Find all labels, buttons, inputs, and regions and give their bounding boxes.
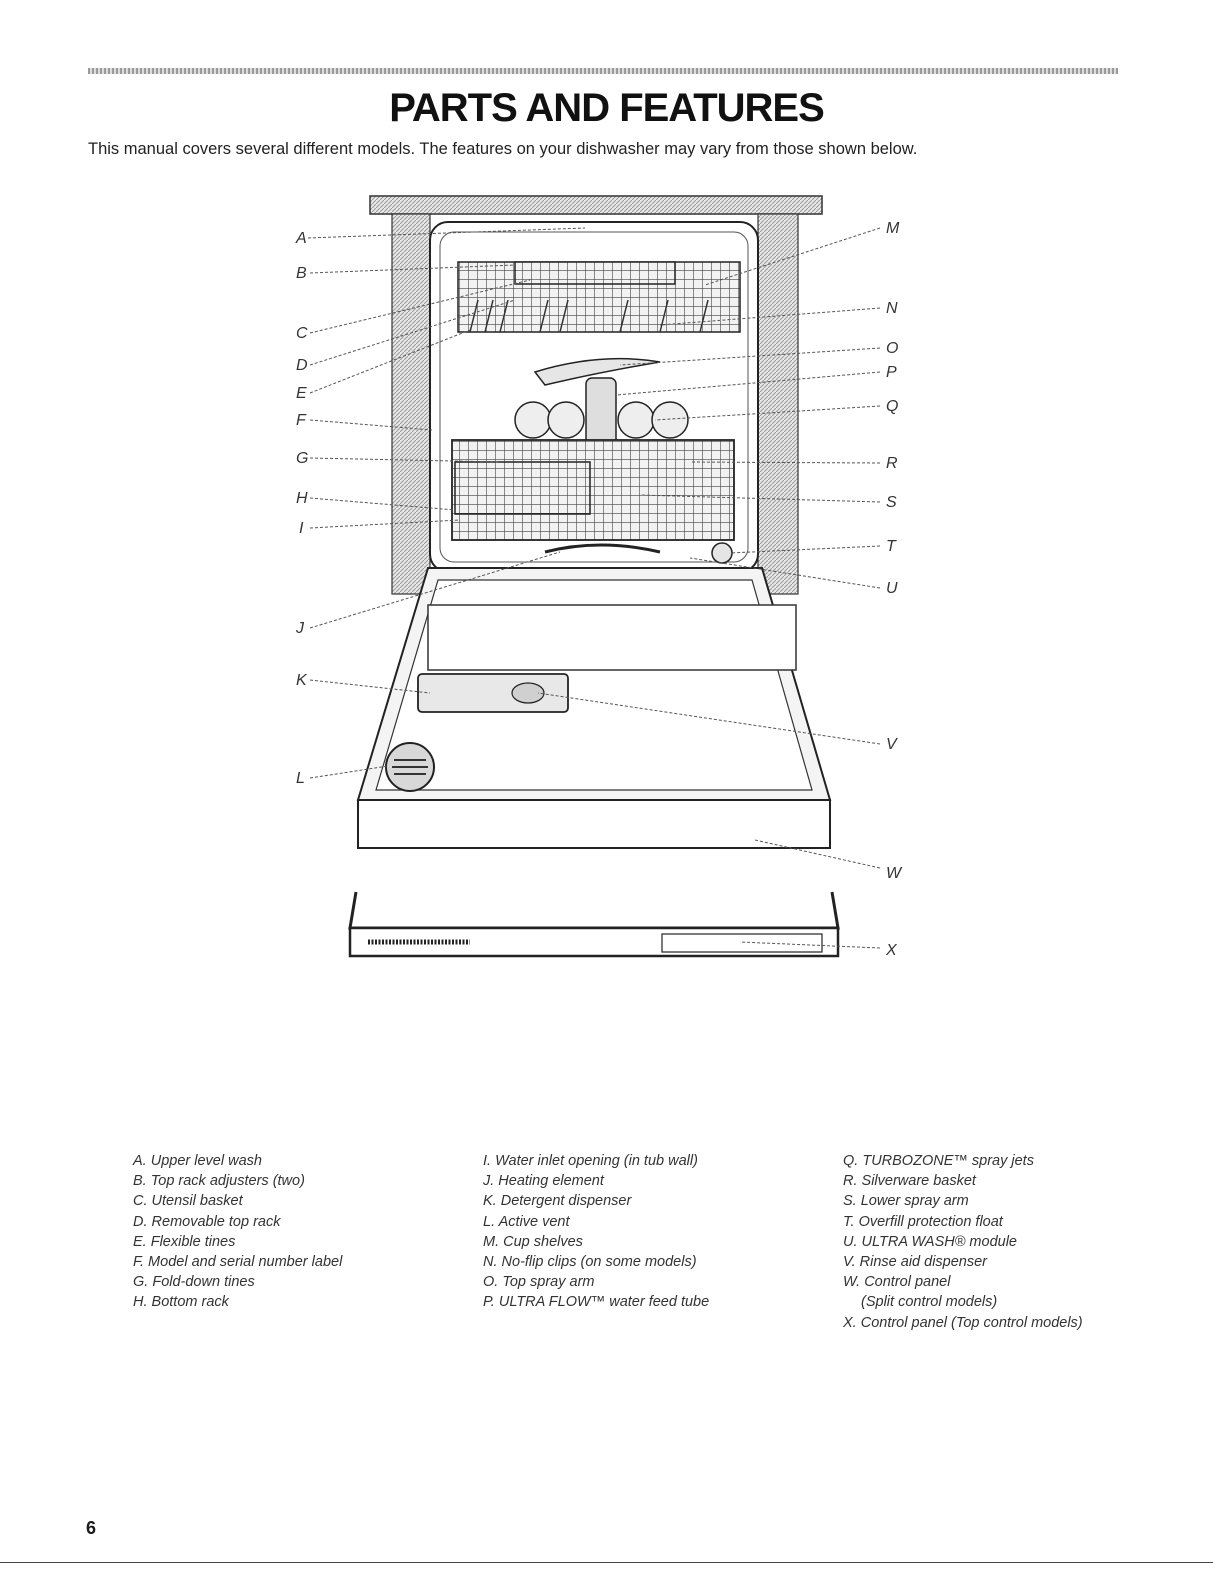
callout-l: L xyxy=(296,770,305,787)
countertop xyxy=(369,195,823,215)
callout-m: M xyxy=(886,220,900,237)
legend-item: I. Water inlet opening (in tub wall) xyxy=(483,1153,698,1169)
lower-spray-arm xyxy=(544,543,661,554)
callout-q: Q xyxy=(886,398,898,415)
legend-item: T. Overfill protection float xyxy=(843,1213,1003,1230)
callout-j: J xyxy=(295,620,305,637)
legend-item: R. Silverware basket xyxy=(843,1173,976,1190)
callout-labels: A B C D E F G H I J K L M N O P Q R S T … xyxy=(295,220,903,959)
legend-item: S. Lower spray arm xyxy=(843,1193,969,1210)
spray-jets xyxy=(514,401,689,439)
legend-item: H. Bottom rack xyxy=(133,1294,229,1311)
callout-k: K xyxy=(296,672,308,689)
callout-r: R xyxy=(886,455,898,472)
leader-lines xyxy=(307,227,881,949)
active-vent xyxy=(385,742,435,792)
legend-item: J. Heating element xyxy=(483,1173,604,1190)
callout-p: P xyxy=(886,364,897,381)
callout-h: H xyxy=(296,490,308,507)
callout-t: T xyxy=(886,538,897,555)
rinse-aid-cap xyxy=(511,682,545,704)
callout-x: X xyxy=(885,942,898,959)
legend-item: X. Control panel (Top control models) xyxy=(843,1314,1083,1331)
callout-w: W xyxy=(886,865,903,882)
callout-a: A xyxy=(295,230,307,247)
callout-i: I xyxy=(299,520,304,537)
callout-s: S xyxy=(886,494,897,511)
callout-d: D xyxy=(296,357,308,374)
silverware-basket xyxy=(454,461,591,515)
door-inner-panel xyxy=(427,604,797,671)
detergent-dispenser xyxy=(417,673,569,713)
legend-item: D. Removable top rack xyxy=(133,1213,281,1230)
top-control-panel xyxy=(348,891,840,930)
legend-item: C. Utensil basket xyxy=(133,1193,243,1210)
footer-rule xyxy=(0,1562,1213,1563)
legend-item-note: (Split control models) xyxy=(861,1294,998,1311)
cabinet-right xyxy=(757,213,799,595)
flexible-tines xyxy=(469,299,709,333)
callout-f: F xyxy=(296,412,307,429)
legend-item: W. Control panel xyxy=(843,1274,951,1291)
header-rule xyxy=(88,68,1118,74)
overfill-float xyxy=(711,542,733,564)
legend-item: M. Cup shelves xyxy=(483,1233,583,1250)
callout-g: G xyxy=(296,450,308,467)
callout-n: N xyxy=(886,300,898,317)
page-number: 6 xyxy=(86,1518,97,1538)
legend-item: A. Upper level wash xyxy=(133,1153,262,1169)
legend-item: Q. TURBOZONE™ spray jets xyxy=(843,1153,1034,1169)
callout-e: E xyxy=(296,385,307,402)
legend-item: U. ULTRA WASH® module xyxy=(843,1233,1017,1250)
legend-item: B. Top rack adjusters (two) xyxy=(133,1173,305,1190)
callout-c: C xyxy=(296,325,308,342)
legend-item: K. Detergent dispenser xyxy=(483,1193,632,1210)
callout-o: O xyxy=(886,340,898,357)
utensil-basket xyxy=(514,261,676,285)
callout-v: V xyxy=(886,736,898,753)
dishwasher-diagram: A B C D E F G H I J K L M N O P Q R S T … xyxy=(295,195,903,959)
legend-item: N. No-flip clips (on some models) xyxy=(483,1254,697,1271)
legend-item: L. Active vent xyxy=(483,1213,570,1230)
legend-column-3: Q. TURBOZONE™ spray jets R. Silverware b… xyxy=(843,1151,1083,1333)
legend-item: V. Rinse aid dispenser xyxy=(843,1254,988,1271)
legend-column-2: I. Water inlet opening (in tub wall) J. … xyxy=(483,1151,709,1313)
callout-b: B xyxy=(296,265,307,282)
page-title: PARTS AND FEATURES xyxy=(389,86,825,130)
legend-item: E. Flexible tines xyxy=(133,1233,236,1250)
legend-item: G. Fold-down tines xyxy=(133,1274,255,1291)
legend-item: P. ULTRA FLOW™ water feed tube xyxy=(483,1294,710,1311)
legend-item: F. Model and serial number label xyxy=(133,1254,343,1271)
intro-text: This manual covers several different mod… xyxy=(88,140,918,158)
legend-item: O. Top spray arm xyxy=(483,1274,595,1291)
legend-column-1: A. Upper level wash B. Top rack adjuster… xyxy=(133,1151,342,1313)
callout-u: U xyxy=(886,580,898,597)
cabinet-left xyxy=(391,213,431,595)
door-front xyxy=(357,799,831,849)
